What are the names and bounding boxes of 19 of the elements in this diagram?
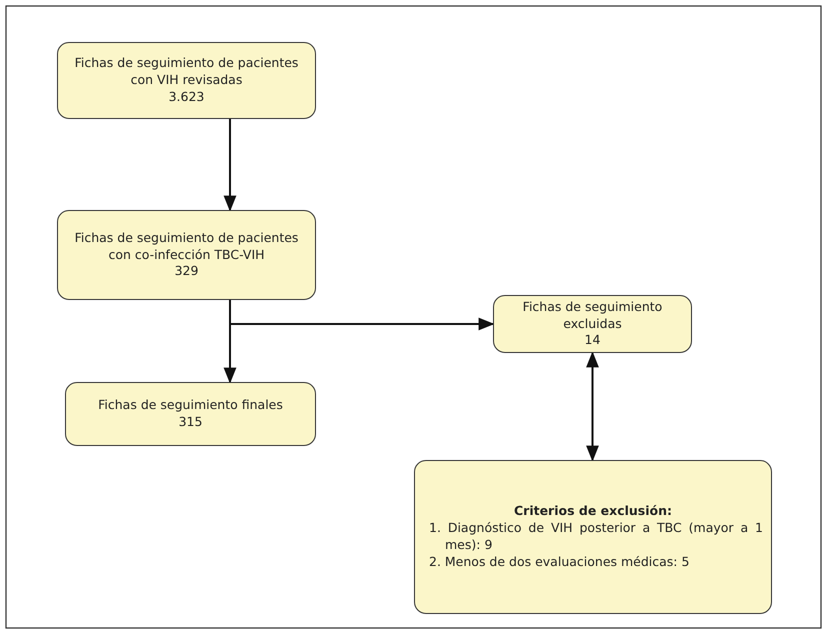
process-box [414, 460, 772, 614]
process-box [57, 42, 316, 119]
box-label: Fichas de seguimiento excluidas [522, 298, 664, 332]
arrow [229, 300, 495, 330]
arrow [586, 351, 599, 462]
arrow [224, 119, 236, 212]
box-label: Fichas de seguimiento de pacientes con VIH revisadas [74, 55, 300, 89]
count-label: 3.623 [168, 88, 204, 106]
process-box [65, 382, 316, 446]
heading: Criterios de exclusión: [512, 503, 674, 520]
box-label: Fichas de seguimiento finales [98, 397, 283, 414]
count-label: 329 [174, 263, 198, 280]
process-box [493, 295, 692, 353]
count-label: 315 [178, 414, 202, 431]
list-item: 1. Diagnóstico de VIH posterior a TBC (mayor a 1 mes): 9 [428, 520, 763, 554]
box-label: Fichas de seguimiento de pacientes con co-infección TBC-VIH [74, 230, 300, 264]
process-box [57, 210, 316, 300]
list-item: 2. Menos de dos evaluaciones médicas: 5 [428, 554, 690, 571]
count-label: 14 [584, 332, 600, 350]
